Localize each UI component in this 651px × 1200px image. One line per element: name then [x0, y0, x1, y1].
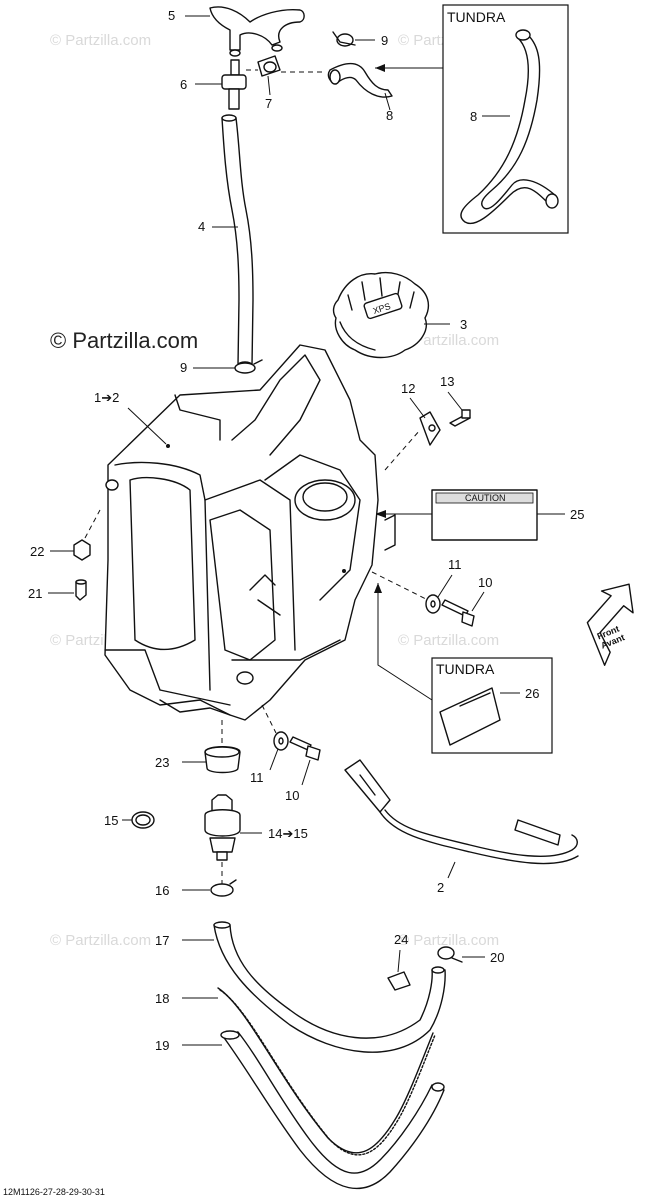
label-13: 13	[440, 374, 454, 389]
oil-tank-1	[104, 344, 396, 721]
label-23: 23	[155, 755, 169, 770]
label-18: 18	[155, 991, 169, 1006]
hose-4	[221, 114, 254, 369]
label-24: 24	[394, 932, 408, 947]
label-5: 5	[168, 8, 175, 23]
watermarks: © Partzilla.com © Partzilla.com © Partzi…	[50, 32, 499, 949]
clamp-20	[437, 946, 463, 963]
caution-decal-25: CAUTION	[431, 489, 538, 541]
label-8: 8	[386, 108, 393, 123]
hose-19	[220, 1030, 445, 1190]
bolt-10-lower	[289, 736, 321, 761]
label-1-2: 1➔2	[94, 390, 119, 405]
hose-5	[209, 6, 305, 57]
label-15: 15	[104, 813, 118, 828]
label-11-lower: 11	[250, 770, 264, 785]
ring-23	[204, 746, 241, 774]
label-11-right: 11	[448, 557, 462, 572]
label-9-lower: 9	[180, 360, 187, 375]
hose-17	[213, 921, 446, 1053]
clamp-16	[210, 879, 237, 897]
label-10-right: 10	[478, 575, 492, 590]
watermark-6: © Partzilla.com	[50, 932, 151, 949]
label-25: 25	[570, 507, 584, 522]
label-7: 7	[265, 96, 272, 111]
label-2: 2	[437, 880, 444, 895]
tundra-top-title: TUNDRA	[447, 9, 506, 25]
tundra-box-top: TUNDRA	[442, 4, 569, 234]
cap-3: XPS	[332, 271, 430, 359]
watermark-main: © Partzilla.com	[50, 328, 198, 353]
tundra-box-mid: TUNDRA	[431, 657, 553, 754]
bracket-12	[419, 411, 441, 446]
watermark-7: © Partzilla.com	[398, 932, 499, 949]
label-22: 22	[30, 544, 44, 559]
label-20: 20	[490, 950, 504, 965]
label-6: 6	[180, 77, 187, 92]
fitting-7	[257, 55, 281, 77]
label-17: 17	[155, 933, 169, 948]
front-arrow: Front Avant	[586, 583, 634, 666]
watermark-5: © Partzilla.com	[398, 632, 499, 649]
caution-text: CAUTION	[465, 493, 506, 503]
hose-8	[327, 62, 393, 98]
label-21: 21	[28, 586, 42, 601]
washer-11-lower	[273, 731, 289, 751]
clamp-9-top	[332, 31, 356, 47]
label-14-15: 14➔15	[268, 826, 308, 841]
oring-15	[131, 811, 155, 829]
sensor-14	[204, 794, 241, 861]
label-12: 12	[401, 381, 415, 396]
label-16: 16	[155, 883, 169, 898]
label-10-lower: 10	[285, 788, 299, 803]
label-3: 3	[460, 317, 467, 332]
tundra-mid-title: TUNDRA	[436, 661, 495, 677]
clip-24	[387, 971, 411, 991]
label-9-top: 9	[381, 33, 388, 48]
label-26: 26	[525, 686, 539, 701]
bolt-10-right	[441, 599, 475, 627]
washer-11-right	[425, 594, 441, 614]
harness-2	[344, 759, 579, 865]
screw-13	[449, 409, 471, 427]
label-4: 4	[198, 219, 205, 234]
watermark-1: © Partzilla.com	[50, 32, 151, 49]
label-19: 19	[155, 1038, 169, 1053]
valve-6	[221, 59, 247, 110]
spring-18	[217, 987, 436, 1156]
diagram-code: 12M1126-27-28-29-30-31	[3, 1187, 105, 1197]
grommet-22	[73, 539, 91, 561]
label-8-tundra: 8	[470, 109, 477, 124]
fitting-21	[75, 579, 87, 601]
